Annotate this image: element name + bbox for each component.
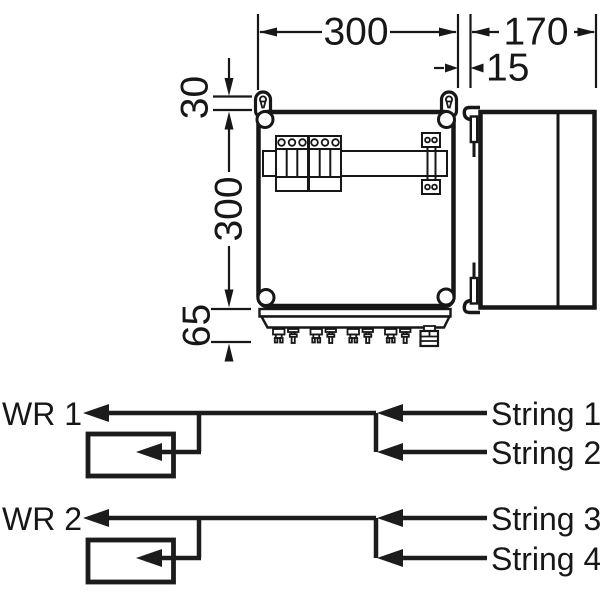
terminal-block-1 bbox=[275, 135, 309, 192]
string2-arrowhead bbox=[377, 443, 403, 461]
mc4-connector-pair bbox=[346, 328, 374, 344]
dim-label-side-width: 170 bbox=[503, 11, 568, 54]
branch-arrowhead-2 bbox=[136, 549, 162, 567]
mc4-connector-pair bbox=[309, 328, 337, 344]
dim-label-gland-depth: 65 bbox=[176, 304, 219, 347]
keyhole-slot bbox=[445, 100, 453, 109]
inverter-label-wr2: WR 2 bbox=[2, 501, 82, 537]
arrowhead-up bbox=[224, 343, 234, 362]
wr1-arrowhead bbox=[83, 404, 109, 422]
side-panel-body bbox=[478, 109, 597, 310]
side-view bbox=[462, 105, 597, 315]
inverter-label-wr1: WR 1 bbox=[2, 396, 82, 432]
combiner-box-symbol-2 bbox=[85, 537, 176, 585]
dim-label-wall-gap: 15 bbox=[486, 47, 529, 90]
keyhole-slot bbox=[259, 100, 267, 109]
wall-bracket-top bbox=[462, 105, 480, 157]
arrowhead-right bbox=[445, 63, 458, 73]
arrowhead-right bbox=[439, 27, 457, 37]
arrowhead-up bbox=[224, 111, 234, 130]
corner-screw-boss bbox=[436, 287, 456, 307]
arrowhead-right bbox=[577, 27, 596, 37]
schematic-group-1: WR 1 String 1 String 2 bbox=[2, 396, 600, 479]
arrowhead-down bbox=[224, 78, 234, 96]
cable-gland bbox=[419, 325, 440, 348]
string2-label: String 2 bbox=[491, 435, 600, 471]
string3-arrowhead bbox=[377, 509, 403, 527]
string3-label: String 3 bbox=[491, 501, 600, 537]
wr2-arrowhead bbox=[83, 509, 109, 527]
combiner-box-symbol-1 bbox=[85, 431, 176, 479]
gland-plate-flange bbox=[259, 315, 452, 329]
corner-screw-boss bbox=[437, 110, 456, 129]
dimensions: 300 170 15 30 300 65 bbox=[174, 11, 598, 362]
wall-bracket-bottom bbox=[462, 262, 480, 315]
arrowhead-left bbox=[259, 27, 277, 37]
dim-label-front-width: 300 bbox=[323, 11, 388, 54]
schematic-group-2: WR 2 String 3 String 4 bbox=[2, 501, 600, 585]
pe-terminal bbox=[421, 132, 441, 195]
mc4-connector-pair bbox=[384, 328, 412, 344]
corner-screw-boss bbox=[256, 288, 276, 307]
arrowhead-left bbox=[470, 63, 484, 73]
string1-arrowhead bbox=[377, 404, 403, 422]
string4-label: String 4 bbox=[491, 541, 600, 577]
branch-arrowhead-1 bbox=[136, 443, 162, 461]
string4-arrowhead bbox=[377, 549, 403, 567]
string1-label: String 1 bbox=[491, 396, 600, 432]
arrowhead-down bbox=[224, 289, 234, 308]
mc4-connector-pair bbox=[272, 328, 300, 344]
dim-label-lug-offset: 30 bbox=[174, 76, 217, 119]
arrowhead-left bbox=[471, 27, 490, 37]
terminal-block-2 bbox=[308, 135, 342, 192]
corner-screw-boss bbox=[255, 110, 275, 129]
front-view bbox=[253, 90, 459, 348]
dim-label-height: 300 bbox=[208, 176, 251, 241]
wiring-schematic: WR 1 String 1 String 2 WR 2 bbox=[2, 396, 600, 585]
